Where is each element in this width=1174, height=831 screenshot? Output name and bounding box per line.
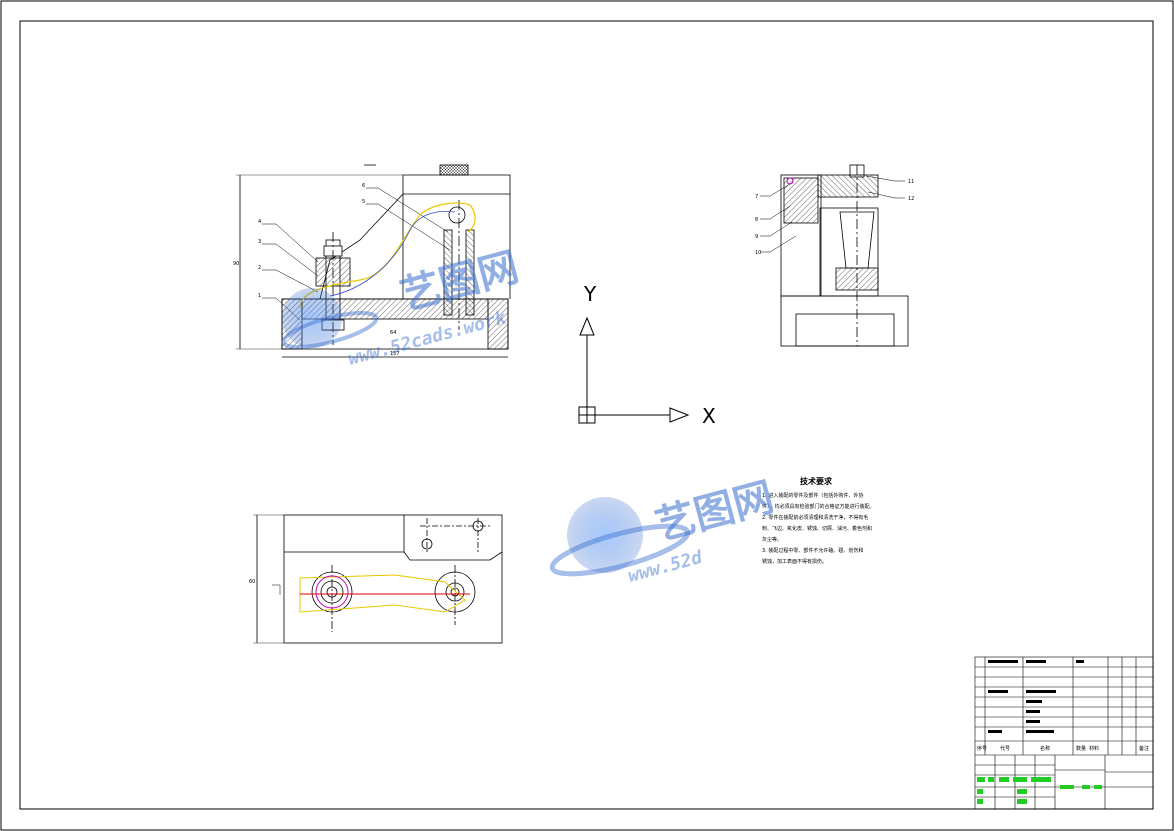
- plan-workpiece: [299, 574, 466, 613]
- dim-mid: 64: [390, 330, 396, 336]
- axis-y-label: Y: [583, 282, 597, 306]
- callout-front-2: 2: [258, 265, 261, 271]
- title-block: [974, 656, 1154, 810]
- tb-header-qty: 数量: [1076, 745, 1086, 752]
- tb-header-name: 名称: [1040, 745, 1050, 752]
- callout-front-1: 1: [258, 293, 261, 299]
- tech-note-line-2: 件），均必须具有检验部门的合格证方能进行装配。: [762, 503, 875, 510]
- tb-header-material: 材料: [1089, 745, 1099, 752]
- callout-front-3: 3: [258, 239, 261, 245]
- tech-note-line-4: 刺、飞边、氧化皮、锈蚀、切屑、油污、着色剂和: [762, 525, 872, 532]
- callout-side-12: 12: [908, 196, 914, 202]
- plan-view: [253, 514, 503, 644]
- axis-x-label: X: [702, 404, 716, 428]
- tech-note-line-3: 2. 零件在装配前必须清理和清洗干净，不得有毛: [762, 514, 868, 521]
- tb-header-code: 代号: [1000, 745, 1010, 752]
- tb-header-no: 序号: [977, 745, 987, 752]
- title-block-fills: [977, 777, 1102, 804]
- callout-front-4: 4: [258, 219, 261, 225]
- title-block-text-bars: [988, 660, 1084, 733]
- tech-notes-title: 技术要求: [800, 476, 833, 486]
- side-pin-mark: [786, 177, 794, 185]
- tech-note-line-1: 1. 进入装配的零件及部件（包括外购件、外协: [762, 492, 863, 499]
- workpiece-outline: [299, 202, 476, 309]
- callout-side-10: 10: [755, 250, 761, 256]
- tech-note-line-7: 锈蚀，加工表面不得有损伤。: [762, 558, 827, 565]
- callout-side-8: 8: [755, 217, 758, 223]
- callout-side-7: 7: [755, 194, 758, 200]
- svg-text:艺图网: 艺图网: [651, 474, 779, 549]
- workpiece-centerline: [329, 211, 456, 297]
- dim-plan-height: 60: [249, 579, 255, 585]
- watermark-bottom: 艺图网 www.52d: [549, 474, 779, 587]
- callout-side-9: 9: [755, 234, 758, 240]
- inner-frame: [19, 20, 1154, 810]
- tech-note-line-6: 3. 装配过程中零、部件不允许磕、碰、划伤和: [762, 547, 863, 554]
- callout-front-5: 5: [362, 199, 365, 205]
- callout-side-11: 11: [908, 179, 914, 185]
- dim-base-length: 157: [390, 351, 400, 357]
- ucs-icon: [578, 316, 690, 424]
- side-section-view: [760, 164, 909, 347]
- dim-height: 90: [233, 261, 239, 267]
- callout-front-6: 6: [362, 183, 365, 189]
- tb-header-remarks: 备注: [1139, 745, 1149, 752]
- tech-note-line-5: 灰尘等。: [762, 536, 782, 543]
- plan-magenta-mark: [315, 575, 349, 609]
